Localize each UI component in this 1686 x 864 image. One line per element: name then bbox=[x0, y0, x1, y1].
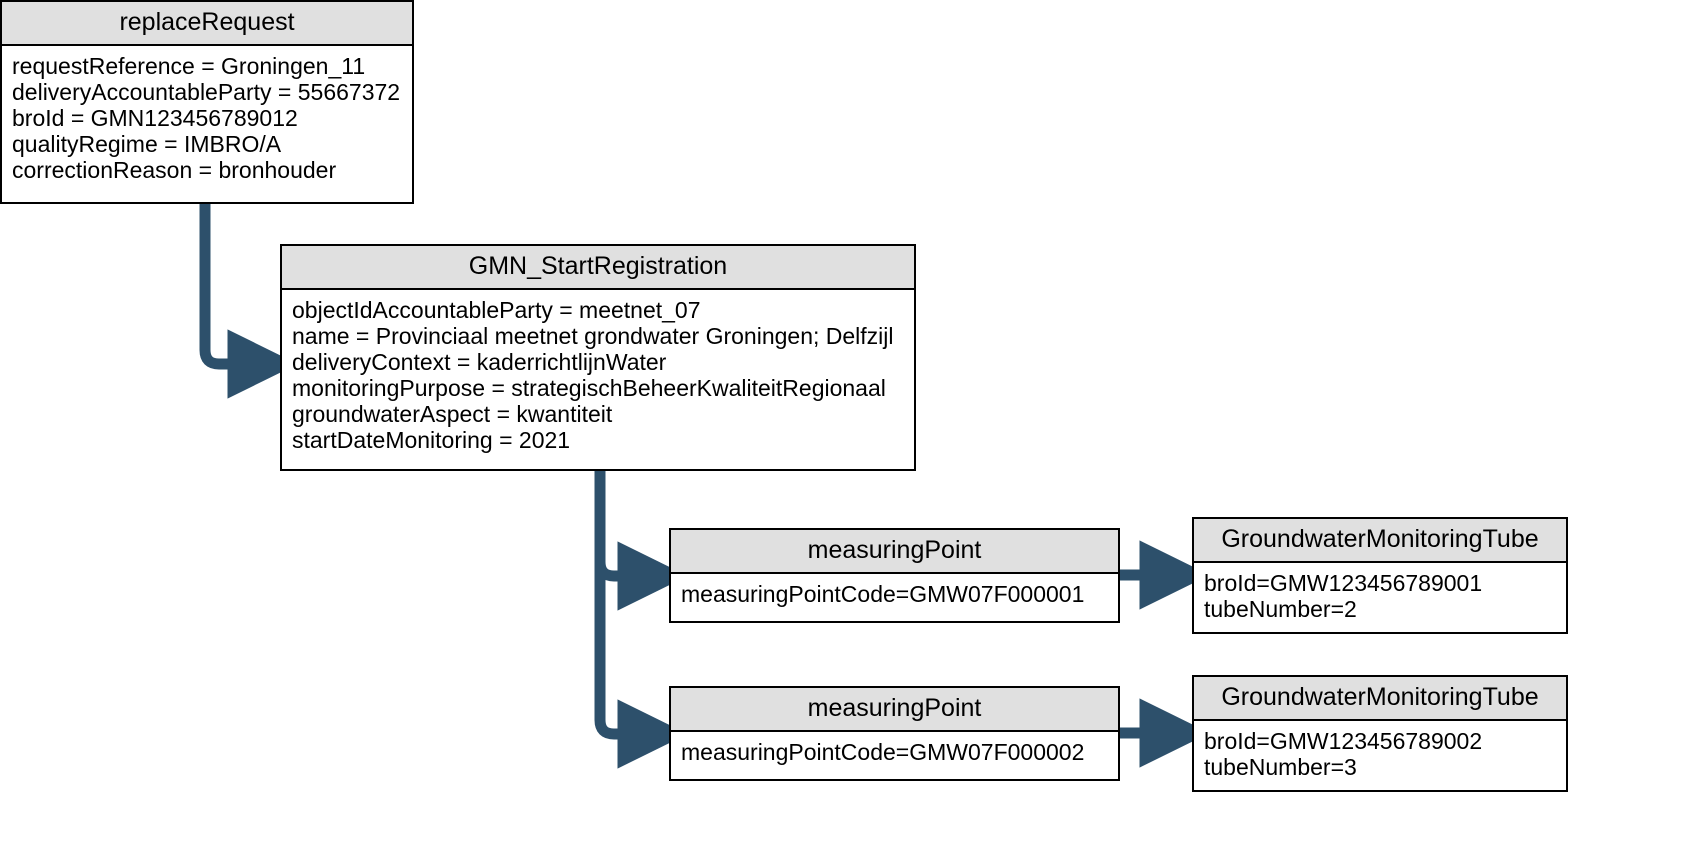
node-groundwater-monitoring-tube-1[interactable]: GroundwaterMonitoringTube broId=GMW12345… bbox=[1192, 517, 1568, 634]
node-measuring-point-2-title: measuringPoint bbox=[671, 688, 1118, 732]
attribute-line: tubeNumber=3 bbox=[1204, 753, 1357, 780]
attribute-line: name = Provinciaal meetnet grondwater Gr… bbox=[292, 322, 894, 349]
node-measuring-point-2[interactable]: measuringPoint measuringPointCode=GMW07F… bbox=[669, 686, 1120, 781]
attribute-line: deliveryAccountableParty = 55667372 bbox=[12, 78, 401, 105]
connector-gmn-to-measuringpoint-2 bbox=[594, 470, 688, 769]
node-replace-request[interactable]: replaceRequest requestReference = Gronin… bbox=[0, 0, 414, 204]
attribute-line: broId=GMW123456789001 bbox=[1204, 569, 1483, 596]
connector-gmn-to-measuringpoint-1 bbox=[594, 470, 688, 611]
node-gmn-start-registration[interactable]: GMN_StartRegistration objectIdAccountabl… bbox=[280, 244, 916, 471]
attribute-line: tubeNumber=2 bbox=[1204, 595, 1357, 622]
attribute-line: objectIdAccountableParty = meetnet_07 bbox=[292, 296, 701, 323]
node-groundwater-monitoring-tube-2-title: GroundwaterMonitoringTube bbox=[1194, 677, 1566, 721]
attribute-line: deliveryContext = kaderrichtlijnWater bbox=[292, 348, 667, 375]
node-gmn-start-registration-title: GMN_StartRegistration bbox=[282, 246, 914, 290]
node-gmn-start-registration-attributes: objectIdAccountableParty = meetnet_07 na… bbox=[282, 290, 914, 460]
node-groundwater-monitoring-tube-2-attributes: broId=GMW123456789002 tubeNumber=3 bbox=[1194, 721, 1566, 787]
attribute-line: qualityRegime = IMBRO/A bbox=[12, 130, 282, 157]
attribute-line: measuringPointCode=GMW07F000002 bbox=[681, 738, 1085, 765]
node-measuring-point-2-attributes: measuringPointCode=GMW07F000002 bbox=[671, 732, 1118, 772]
node-groundwater-monitoring-tube-1-attributes: broId=GMW123456789001 tubeNumber=2 bbox=[1194, 563, 1566, 629]
attribute-line: monitoringPurpose = strategischBeheerKwa… bbox=[292, 374, 886, 401]
node-groundwater-monitoring-tube-2[interactable]: GroundwaterMonitoringTube broId=GMW12345… bbox=[1192, 675, 1568, 792]
attribute-line: startDateMonitoring = 2021 bbox=[292, 426, 571, 453]
connector-replace-to-gmn bbox=[199, 203, 298, 399]
node-replace-request-attributes: requestReference = Groningen_11 delivery… bbox=[2, 46, 412, 190]
node-groundwater-monitoring-tube-1-title: GroundwaterMonitoringTube bbox=[1194, 519, 1566, 563]
attribute-line: requestReference = Groningen_11 bbox=[12, 52, 366, 79]
node-replace-request-title: replaceRequest bbox=[2, 2, 412, 46]
attribute-line: groundwaterAspect = kwantiteit bbox=[292, 400, 613, 427]
attribute-line: measuringPointCode=GMW07F000001 bbox=[681, 580, 1085, 607]
attribute-line: broId = GMN123456789012 bbox=[12, 104, 298, 131]
node-measuring-point-1-title: measuringPoint bbox=[671, 530, 1118, 574]
attribute-line: correctionReason = bronhouder bbox=[12, 156, 337, 183]
attribute-line: broId=GMW123456789002 bbox=[1204, 727, 1483, 754]
node-measuring-point-1-attributes: measuringPointCode=GMW07F000001 bbox=[671, 574, 1118, 614]
node-measuring-point-1[interactable]: measuringPoint measuringPointCode=GMW07F… bbox=[669, 528, 1120, 623]
